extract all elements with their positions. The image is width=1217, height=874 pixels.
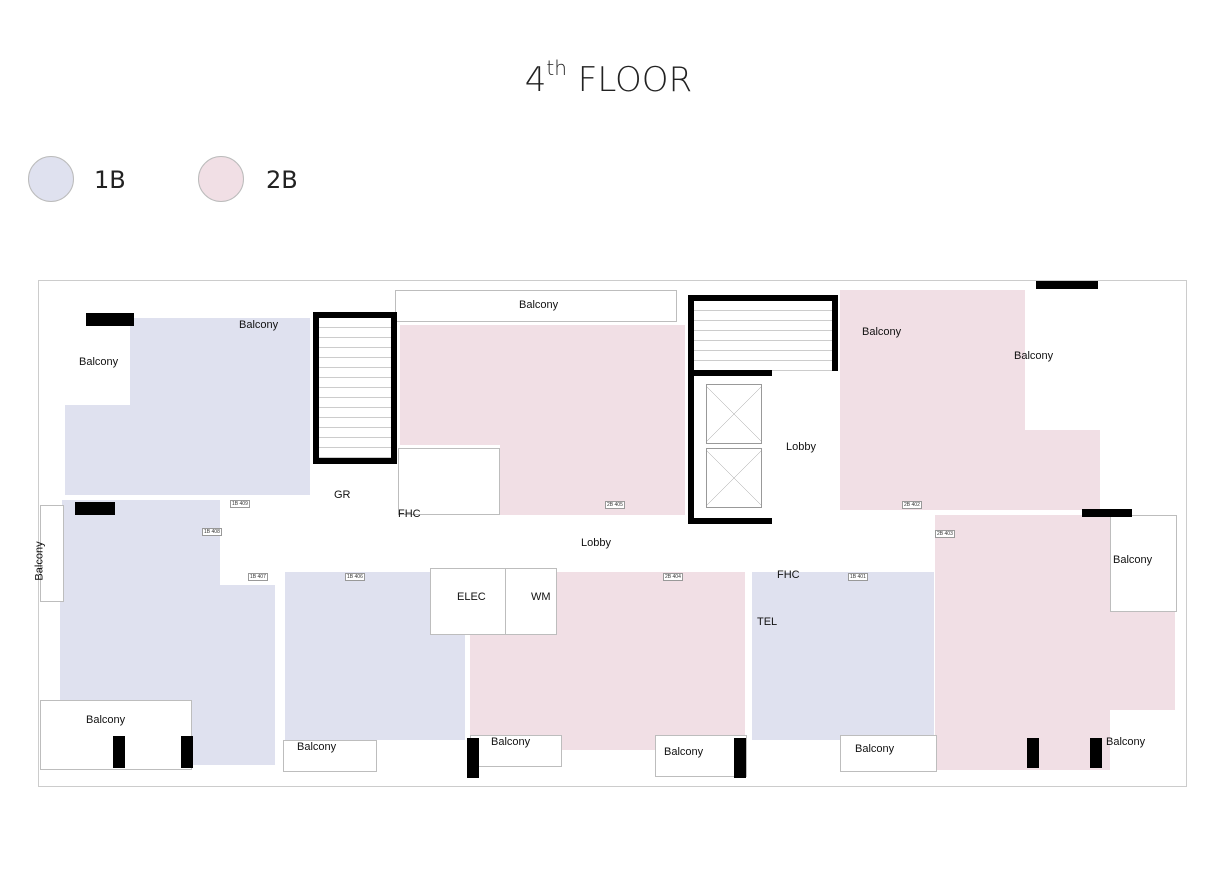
lift-car (706, 448, 762, 508)
balcony-top-center (395, 290, 677, 322)
page-title: 4th FLOOR (524, 56, 693, 100)
unit-tag-403: 2B 403 (935, 530, 955, 538)
column (181, 736, 193, 768)
column (467, 738, 479, 778)
unit-tag-402: 2B 402 (902, 501, 922, 509)
unit-tag-401: 1B 401 (848, 573, 868, 581)
legend-swatch-2b (198, 156, 244, 202)
legend-label-2b: 2B (266, 166, 298, 194)
balcony-bottom-401 (840, 735, 937, 772)
label-balcony: Balcony (664, 746, 704, 758)
label-balcony: Balcony (79, 356, 119, 368)
lift-core (688, 370, 772, 524)
label-balcony: Balcony (33, 541, 46, 581)
legend-swatch-1b (28, 156, 74, 202)
label-tel: TEL (757, 616, 778, 628)
unit-tag-409: 1B 409 (230, 500, 250, 508)
balcony-left (40, 505, 64, 602)
label-fhc: FHC (398, 508, 421, 520)
unit-408-area (62, 500, 220, 590)
balcony-bottom-404a (470, 735, 562, 767)
column (1036, 281, 1098, 289)
elec-room (430, 568, 507, 635)
label-balcony: Balcony (491, 736, 531, 748)
unit-tag-407: 1B 407 (248, 573, 268, 581)
unit-403-right (1110, 610, 1175, 710)
shaft (398, 448, 500, 515)
label-wm: WM (531, 591, 551, 603)
balcony-bottom-406 (283, 740, 377, 772)
label-gr: GR (334, 489, 351, 501)
unit-tag-406: 1B 406 (345, 573, 365, 581)
column (1082, 509, 1132, 517)
unit-405-area (400, 325, 685, 445)
column (113, 736, 125, 768)
label-balcony: Balcony (239, 319, 279, 331)
label-fhc: FHC (777, 569, 800, 581)
label-balcony: Balcony (862, 326, 902, 338)
label-elec: ELEC (457, 591, 486, 603)
unit-tag-408: 1B 408 (202, 528, 222, 536)
unit-401-area (752, 572, 934, 740)
column (86, 313, 134, 326)
unit-402-area (840, 290, 1025, 510)
unit-409-area (130, 318, 310, 495)
column (75, 502, 115, 515)
label-balcony: Balcony (519, 299, 559, 311)
column (734, 738, 746, 778)
lift-car (706, 384, 762, 444)
unit-tag-405: 2B 405 (605, 501, 625, 509)
unit-tag-404: 2B 404 (663, 573, 683, 581)
column (1027, 738, 1039, 768)
unit-409-bedroom (65, 405, 155, 495)
label-balcony: Balcony (1014, 350, 1054, 362)
label-balcony: Balcony (1106, 736, 1146, 748)
balcony-right (1110, 515, 1177, 612)
stairwell-left (313, 312, 397, 464)
unit-405-lower (500, 445, 685, 515)
label-lobby: Lobby (581, 537, 611, 549)
label-balcony: Balcony (297, 741, 337, 753)
unit-403-area (935, 515, 1110, 770)
column (1090, 738, 1102, 768)
legend-label-1b: 1B (94, 166, 126, 194)
label-balcony: Balcony (86, 714, 126, 726)
unit-402-right (1025, 430, 1100, 510)
balcony-bottom-404b (655, 735, 747, 777)
label-balcony: Balcony (1113, 554, 1153, 566)
wm-room (505, 568, 557, 635)
floor-plan (38, 280, 1187, 787)
label-lobby: Lobby (786, 441, 816, 453)
label-balcony: Balcony (855, 743, 895, 755)
stairwell-right (688, 295, 838, 371)
